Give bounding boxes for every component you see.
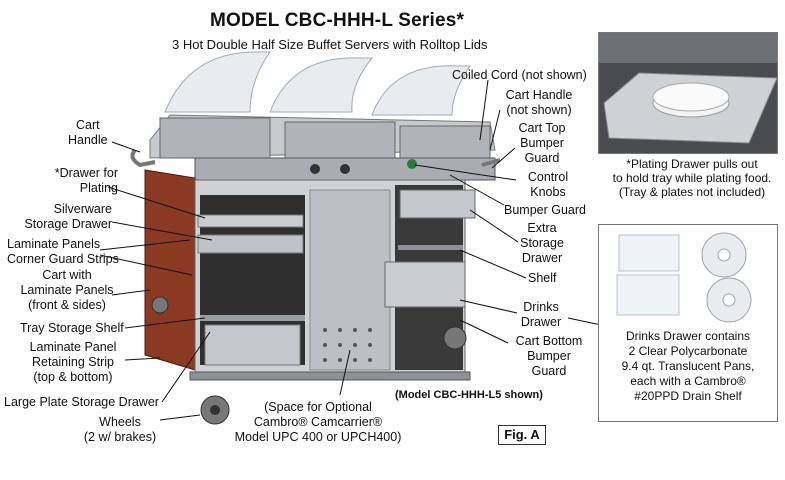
- page-title: MODEL CBC-HHH-L Series*: [210, 10, 465, 31]
- leader-lines: [99, 79, 627, 421]
- figure-label: Fig. A: [498, 425, 546, 445]
- drinks-drawer: [384, 261, 466, 308]
- label-cart-handle-right: Cart Handle(not shown): [505, 88, 573, 117]
- buffet-server-3: [399, 125, 491, 163]
- cart-handle-right: [481, 158, 501, 167]
- plating-drawer: [197, 214, 304, 228]
- extra-storage-drawer: [399, 189, 476, 219]
- label-shelf: Shelf: [528, 271, 557, 285]
- label-wheels: Wheels(2 w/ brakes): [83, 415, 157, 444]
- plating-drawer-inset: [598, 32, 778, 154]
- page-subtitle: 3 Hot Double Half Size Buffet Servers wi…: [172, 37, 488, 52]
- buffet-server-2: [284, 121, 396, 161]
- plating-drawer-caption: *Plating Drawer pulls out to hold tray w…: [612, 157, 772, 199]
- large-plate-drawer: [204, 324, 301, 366]
- bottom-bumper-rail: [189, 371, 471, 381]
- drinks-drawer-caption: Drinks Drawer contains 2 Clear Polycarbo…: [621, 329, 755, 403]
- rolltop-lid-2: [269, 57, 374, 113]
- label-model-shown: (Model CBC-HHH-L5 shown): [395, 389, 543, 401]
- right-shelf: [398, 245, 463, 250]
- wheel-rear-right: [443, 326, 467, 350]
- tray-shelf: [200, 315, 305, 321]
- drinks-drawer-inset: Drinks Drawer contains 2 Clear Polycarbo…: [598, 224, 778, 422]
- control-knob-1: [310, 164, 320, 174]
- plating-drawer-photo: [599, 33, 778, 153]
- label-large-plate-drawer: Large Plate Storage Drawer: [4, 395, 159, 409]
- floor-perforations: [323, 328, 372, 362]
- control-knob-3: [407, 159, 417, 169]
- label-coiled-cord: Coiled Cord (not shown): [452, 68, 587, 82]
- polycarbonate-pans-photo: [616, 232, 752, 323]
- label-tray-shelf: Tray Storage Shelf: [20, 321, 124, 335]
- rolltop-lid-1: [164, 51, 271, 113]
- cart-handle-left: [130, 148, 156, 168]
- silverware-drawer: [197, 234, 304, 254]
- wheel-rear-left: [151, 296, 169, 314]
- rolltop-lid-3: [371, 65, 471, 116]
- camcarrier-space: [309, 189, 391, 371]
- control-knob-2: [340, 164, 350, 174]
- label-bumper-guard: Bumper Guard: [504, 203, 586, 217]
- buffet-server-1: [159, 117, 271, 159]
